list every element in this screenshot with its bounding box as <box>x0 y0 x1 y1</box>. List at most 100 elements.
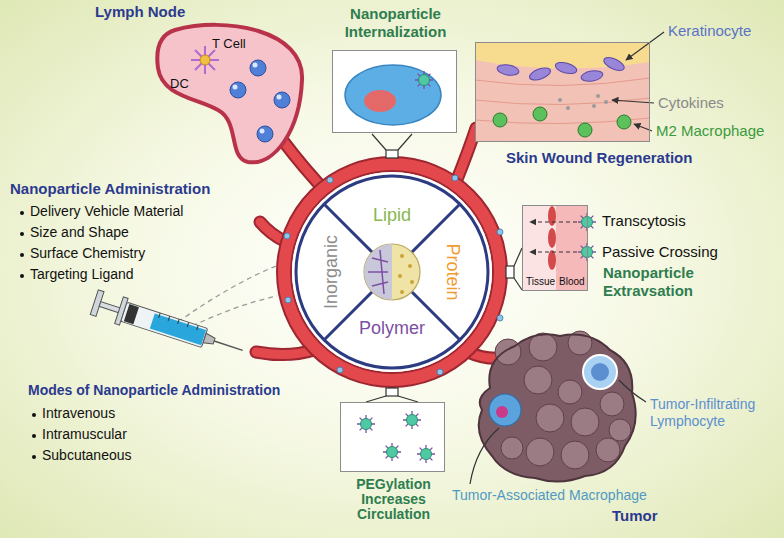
skin-art-part-part <box>578 123 592 137</box>
lymph-node-art-part <box>233 63 282 134</box>
lymph-node-art-part-part <box>274 92 290 108</box>
callout-label: M2 Macrophage <box>656 122 764 140</box>
blood-vessels-part-part <box>456 128 476 182</box>
syringe-part <box>121 302 208 347</box>
skin-leader-lines <box>612 32 664 131</box>
callout-label: Keratinocyte <box>668 22 751 40</box>
vessel-ring-part <box>284 164 500 380</box>
node-outline-path <box>157 25 302 162</box>
vessel-ring-part-part <box>437 369 443 375</box>
tumor-art-part-part <box>558 380 582 404</box>
extravasation-art-part <box>548 206 556 270</box>
central-nanoparticle-part <box>398 254 414 294</box>
syringe-part <box>150 313 206 345</box>
inset-brackets-part <box>398 134 412 150</box>
syringe-part <box>214 341 243 350</box>
quadrant-label: Polymer <box>342 316 442 342</box>
skin-art-part <box>475 42 650 142</box>
skin-art-part-part <box>596 94 600 98</box>
lymph-node-art-part-part <box>257 126 273 142</box>
skin-art-part-part <box>604 100 608 104</box>
lymph-node-art <box>157 25 302 162</box>
central-nanoparticle-part <box>368 250 388 294</box>
tumor-art-part <box>591 363 609 381</box>
callout-label: Cytokines <box>658 94 724 112</box>
cell-label: DC <box>170 76 189 92</box>
inset-box: PEGylation Increases Circulation <box>340 402 445 472</box>
blood-vessels-part-part <box>256 350 314 355</box>
callout-label: Transcytosis <box>602 212 686 230</box>
material-name: Inorganic <box>321 222 343 322</box>
tumor-art-part-part <box>561 441 589 469</box>
list-item: Intramuscular <box>42 426 127 443</box>
vessel-ring-part <box>292 172 492 372</box>
skin-art-part <box>493 107 631 137</box>
node-outline-path <box>479 334 636 481</box>
inset-box: Nanoparticle Internalization <box>332 50 457 133</box>
callout-label: Passive Crossing <box>602 243 718 261</box>
tumor-art-part <box>496 406 508 418</box>
quadrant-label: Lipid <box>342 203 442 229</box>
extravasation-art-part-part <box>548 250 556 270</box>
lymph-node-art-part-part <box>260 129 265 134</box>
list-item: Size and Shape <box>30 224 129 241</box>
bullet-dot <box>20 274 24 278</box>
tumor-art-part <box>583 355 617 389</box>
blood-vessels-part-part <box>456 128 476 182</box>
inset-brackets-part <box>506 266 514 278</box>
vessel-ring-part-part <box>497 315 503 321</box>
list-item: Surface Chemistry <box>30 245 145 262</box>
inset-brackets-part <box>514 248 522 266</box>
skin-leader-lines-part <box>626 32 664 60</box>
node-heading: Skin Wound Regeneration <box>506 149 692 167</box>
material-name: Lipid <box>342 205 442 227</box>
lymph-node-art-part-part <box>233 85 238 90</box>
lymph-node-art-part-part <box>253 63 258 68</box>
tumor-art-part <box>479 334 636 481</box>
extravasation-art-part-part <box>530 221 577 222</box>
central-nanoparticle-part-part <box>398 274 402 278</box>
syringe-part <box>203 333 216 346</box>
extravasation-art-part <box>522 205 588 291</box>
peg-art-part <box>417 445 435 463</box>
internalization-art-part <box>345 65 441 125</box>
skin-art-part-part <box>533 107 547 121</box>
inset-heading: Nanoparticle Internalization <box>313 5 478 41</box>
inset-heading: PEGylation Increases Circulation <box>331 477 456 522</box>
syringe-part <box>124 304 139 324</box>
syringe-part <box>115 297 128 325</box>
vessel-ring-part <box>296 176 488 368</box>
node-heading: Lymph Node <box>95 3 185 21</box>
inset-box: TissueBloodNanoparticle Extravsation <box>522 205 588 291</box>
internalization-art <box>332 50 457 133</box>
extravasation-art-part-part <box>530 251 577 252</box>
tumor-art-part-part <box>501 437 523 459</box>
region-label: Tissue <box>526 276 555 288</box>
section-heading: Modes of Nanoparticle Administration <box>28 382 280 399</box>
node-heading: Tumor <box>612 507 658 525</box>
peg-art-part <box>383 443 401 461</box>
lymph-node-art-part-part <box>250 60 266 76</box>
list-item: Subcutaneous <box>42 447 132 464</box>
inset-brackets-part <box>514 278 522 290</box>
skin-art-part-part <box>493 113 507 127</box>
inset-brackets-part <box>386 150 398 158</box>
lymph-node: Lymph NodeT CellDC <box>150 18 310 168</box>
inset-heading: Nanoparticle Extravsation <box>603 264 743 300</box>
vessel-ring-part-part <box>497 229 503 235</box>
peg-art <box>340 402 445 472</box>
skin-art <box>475 42 650 142</box>
skin-art-part-part <box>580 69 603 83</box>
vessel-ring-part <box>324 204 460 340</box>
tumor-art-part-part <box>495 339 521 365</box>
extravasation-art-part <box>530 222 577 252</box>
vessel-ring-part <box>284 175 503 375</box>
skin-art-part-part <box>496 63 519 77</box>
tumor-art-part <box>489 394 521 426</box>
lymph-node-art-part <box>200 55 210 65</box>
list-item: Targeting Ligand <box>30 266 134 283</box>
callout-label: Tumor-Associated Macrophage <box>452 487 647 504</box>
central-nanoparticle-part <box>364 244 420 300</box>
